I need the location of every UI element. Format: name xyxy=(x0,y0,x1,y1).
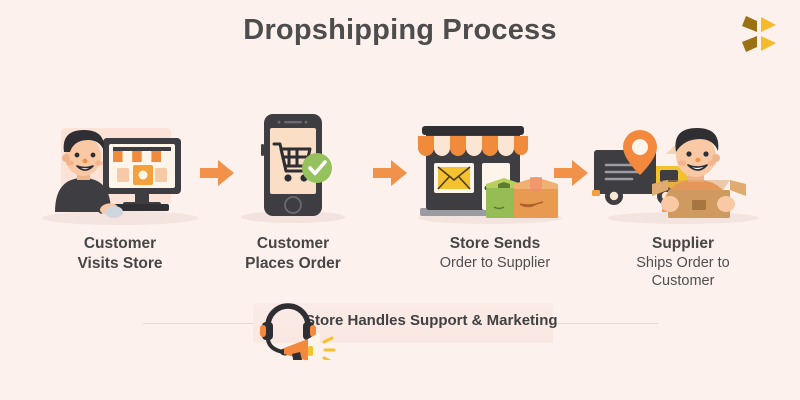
arrow-3 xyxy=(552,158,590,188)
delivery-truck-with-supplier-icon xyxy=(588,108,778,226)
arrow-1 xyxy=(198,158,236,188)
step-3-subtitle: Order to Supplier xyxy=(439,254,551,271)
step-1-subtitle: Visits Store xyxy=(77,254,163,272)
brand-logo-icon xyxy=(742,16,776,52)
arrow-2 xyxy=(371,158,409,188)
right-arrow-icon xyxy=(373,160,407,186)
customer-at-desktop-icon xyxy=(25,108,215,226)
storefront-with-parcels-icon xyxy=(400,108,590,226)
step-customer-visits-store: Customer Visits Store xyxy=(25,108,215,274)
support-label: Store Handles Support & Marketing xyxy=(305,312,558,329)
step-4-labels: Supplier Ships Order to Customer xyxy=(588,234,778,291)
step-1-labels: Customer Visits Store xyxy=(25,234,215,274)
step-supplier-ships-order: Supplier Ships Order to Customer xyxy=(588,108,778,291)
step-1-title: Customer xyxy=(83,235,157,252)
support-divider-left xyxy=(143,323,261,324)
step-customer-places-order: Customer Places Order xyxy=(198,108,388,274)
step-2-title: Customer xyxy=(256,235,330,252)
right-arrow-icon xyxy=(200,160,234,186)
step-2-subtitle: Places Order xyxy=(245,254,341,272)
step-4-subtitle: Ships Order to xyxy=(636,254,730,271)
support-divider-right xyxy=(548,323,658,324)
step-3-title: Store Sends xyxy=(449,235,541,252)
step-4-subtitle-2: Customer xyxy=(651,273,715,290)
headset-megaphone-icon xyxy=(258,298,338,369)
support-bar: Store Handles Support & Marketing xyxy=(0,303,800,343)
smartphone-cart-check-icon xyxy=(198,108,388,226)
page-title: Dropshipping Process xyxy=(243,14,557,46)
right-arrow-icon xyxy=(554,160,588,186)
step-store-sends-order: Store Sends Order to Supplier xyxy=(400,108,590,272)
step-2-labels: Customer Places Order xyxy=(198,234,388,274)
step-3-labels: Store Sends Order to Supplier xyxy=(400,234,590,272)
brand-logo xyxy=(737,12,781,56)
step-4-title: Supplier xyxy=(651,235,714,252)
